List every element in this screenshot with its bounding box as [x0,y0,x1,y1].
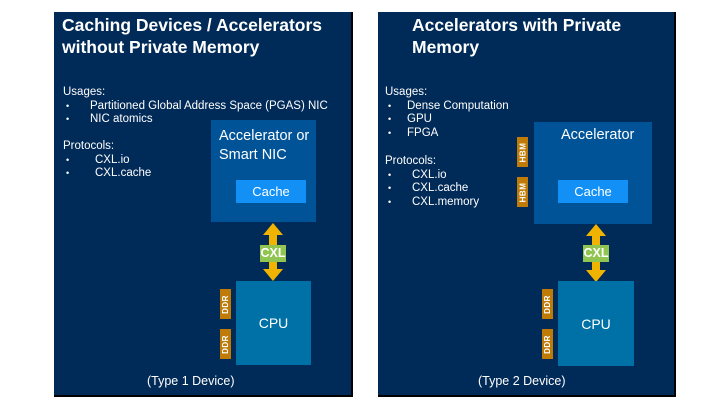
usage-item: Partitioned Global Address Space (PGAS) … [63,100,328,114]
cpu-label: CPU [581,315,611,332]
accelerator-block: Accelerator or Smart NIC Cache [211,120,316,222]
usage-item: NIC atomics [63,113,328,127]
protocol-item: CXL.cache [385,182,479,196]
protocol-item: CXL.cache [63,167,151,181]
ddr-label: DDR [221,294,230,314]
type2-usages: Usages: Dense Computation GPU FPGA [385,86,509,140]
type1-title: Caching Devices / Accelerators without P… [62,14,322,58]
type1-title-line2: without Private Memory [62,37,260,57]
protocol-item: CXL.io [63,154,151,168]
type2-title-line1: Accelerators with Private [412,15,622,35]
cxl-link-label: CXL [260,245,286,262]
type1-title-line1: Caching Devices / Accelerators [62,15,323,35]
ddr-memory-chip: DDR [220,289,231,319]
protocols-label: Protocols: [385,155,437,167]
type1-device-panel: Caching Devices / Accelerators without P… [54,12,353,397]
cpu-label: CPU [258,315,289,331]
cache-block: Cache [236,180,306,203]
accelerator-title: Accelerator or Smart NIC [219,127,309,165]
type2-title: Accelerators with Private Memory [412,14,621,58]
type1-usages: Usages: Partitioned Global Address Space… [63,86,328,127]
ddr-label: DDR [543,334,552,354]
type2-footer: (Type 2 Device) [478,374,566,388]
type2-device-panel: Accelerators with Private Memory Usages:… [378,12,676,397]
type2-protocols: Protocols: CXL.io CXL.cache CXL.memory [385,155,479,209]
protocol-item: CXL.memory [385,196,479,210]
usage-item: FPGA [385,127,509,141]
hbm-label: HBM [518,182,527,202]
type1-footer: (Type 1 Device) [147,374,235,388]
cpu-block: CPU [236,281,311,365]
hbm-label: HBM [518,142,527,162]
ddr-memory-chip: DDR [542,289,553,319]
cpu-block: CPU [558,281,634,366]
accelerator-title-line2: Smart NIC [219,147,287,163]
protocol-item: CXL.io [385,169,479,183]
ddr-label: DDR [221,334,230,354]
type2-title-line2: Memory [412,37,480,57]
ddr-label: DDR [543,294,552,314]
protocols-label: Protocols: [63,140,115,152]
accelerator-block: Accelerator Cache [534,122,652,224]
cache-block: Cache [558,180,628,203]
type1-protocols: Protocols: CXL.io CXL.cache [63,140,151,181]
hbm-memory-chip: HBM [517,137,528,167]
hbm-memory-chip: HBM [517,177,528,207]
cxl-link-label: CXL [583,245,609,262]
accelerator-title: Accelerator [561,127,635,143]
accelerator-title-line1: Accelerator or [219,128,310,144]
usages-label: Usages: [63,86,106,98]
usages-label: Usages: [385,86,428,98]
usage-item: GPU [385,113,509,127]
usage-item: Dense Computation [385,100,509,114]
ddr-memory-chip: DDR [542,329,553,359]
ddr-memory-chip: DDR [220,329,231,359]
